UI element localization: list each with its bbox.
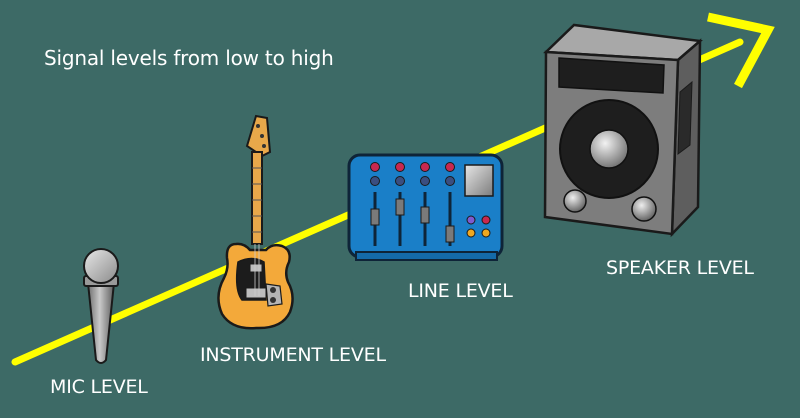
instrument-level-label: INSTRUMENT LEVEL xyxy=(200,344,386,366)
diagram-title: Signal levels from low to high xyxy=(44,46,334,70)
speaker-level-label: SPEAKER LEVEL xyxy=(606,257,754,279)
mixer-master-knobs xyxy=(466,215,491,238)
microphone-icon xyxy=(83,248,119,364)
mixer-faders xyxy=(370,192,455,246)
mic-level-label: MIC LEVEL xyxy=(50,376,148,398)
mixing-console-icon xyxy=(347,153,504,261)
electric-guitar-icon xyxy=(217,114,294,330)
mixer-meter-screen xyxy=(464,164,494,197)
speaker-cabinet-icon xyxy=(543,23,703,238)
mixer-channel-knobs xyxy=(370,162,455,186)
line-level-label: LINE LEVEL xyxy=(408,280,513,302)
